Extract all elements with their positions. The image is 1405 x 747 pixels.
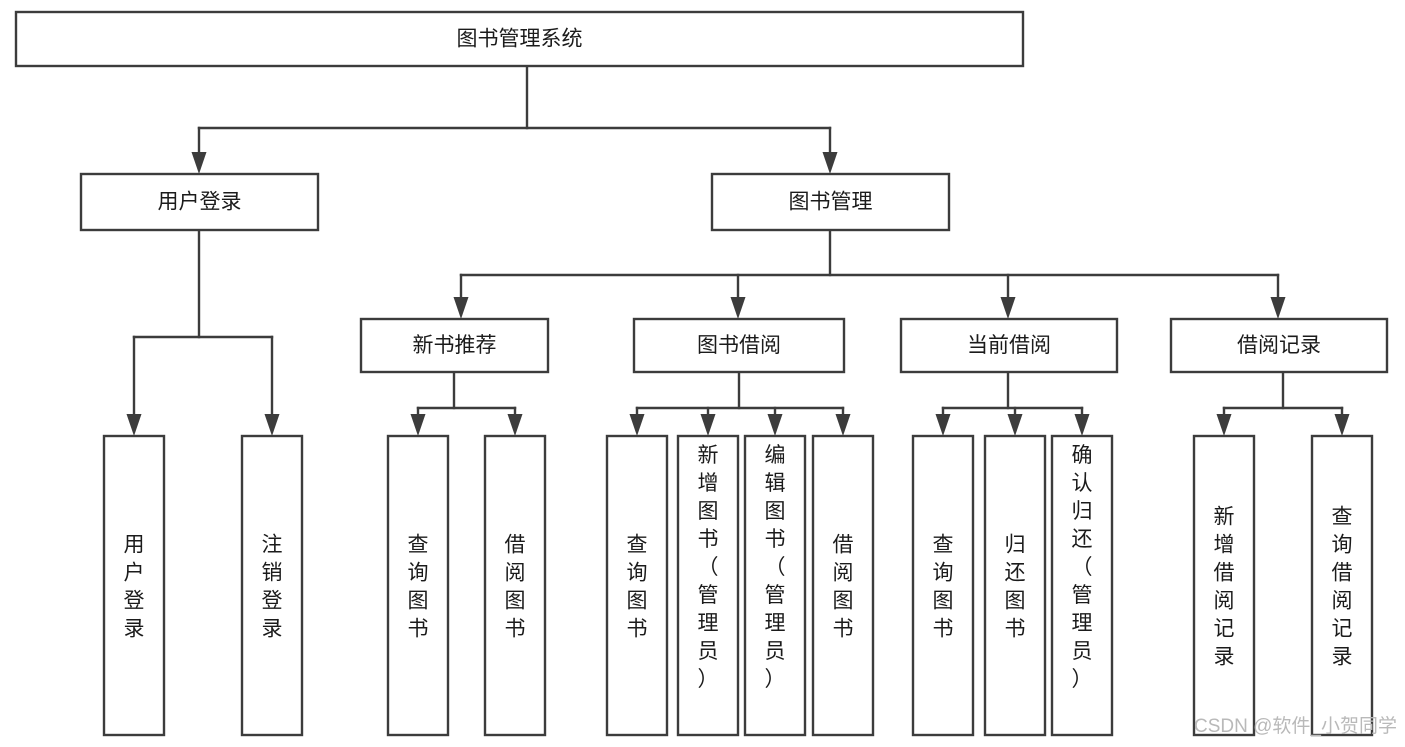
node-leaf-logout[interactable]: 注销登录 <box>240 434 304 737</box>
arrow-head-icon <box>1007 414 1023 436</box>
node-label-leaf-confirm-return-admin: 确认归还（管理员） <box>1072 444 1093 691</box>
arrow-head-icon <box>629 414 645 436</box>
connectors-layer <box>126 64 1350 436</box>
arrow-head-icon <box>730 297 746 319</box>
node-box-leaf-query-book-recommend[interactable] <box>386 434 450 737</box>
node-current-borrow[interactable]: 当前借阅 <box>899 317 1119 374</box>
node-label-leaf-borrow-book-recommend: 借阅图书 <box>505 534 526 641</box>
node-label-leaf-query-book-borrow: 查询图书 <box>627 534 648 641</box>
node-leaf-return-book[interactable]: 归还图书 <box>983 434 1047 737</box>
connector-new-book-recommend <box>410 370 523 436</box>
arrow-head-icon <box>767 414 783 436</box>
node-leaf-borrow-book-recommend[interactable]: 借阅图书 <box>483 434 547 737</box>
node-label-new-book-recommend: 新书推荐 <box>413 334 497 357</box>
node-box-leaf-borrow-book-recommend[interactable] <box>483 434 547 737</box>
connector-book-borrow <box>629 370 851 436</box>
node-label-user-login: 用户登录 <box>158 191 242 214</box>
arrow-head-icon <box>1334 414 1350 436</box>
node-label-borrow-record: 借阅记录 <box>1237 334 1321 357</box>
node-new-book-recommend[interactable]: 新书推荐 <box>359 317 550 374</box>
node-box-current-borrow[interactable] <box>899 317 1119 374</box>
node-book-borrow[interactable]: 图书借阅 <box>632 317 846 374</box>
node-label-book-management: 图书管理 <box>789 191 873 214</box>
connector-root <box>191 64 838 174</box>
node-leaf-user-login[interactable]: 用户登录 <box>102 434 166 737</box>
arrow-head-icon <box>1074 414 1090 436</box>
node-leaf-query-book-recommend[interactable]: 查询图书 <box>386 434 450 737</box>
node-label-leaf-query-book-current: 查询图书 <box>933 534 954 641</box>
arrow-head-icon <box>700 414 716 436</box>
node-box-leaf-add-book-admin[interactable] <box>676 434 740 737</box>
nodes-layer: 图书管理系统用户登录图书管理新书推荐图书借阅当前借阅借阅记录用户登录注销登录查询… <box>14 10 1389 737</box>
arrow-head-icon <box>453 297 469 319</box>
node-borrow-record[interactable]: 借阅记录 <box>1169 317 1389 374</box>
arrow-head-icon <box>126 414 142 436</box>
node-box-leaf-add-borrow-record[interactable] <box>1192 434 1256 737</box>
node-label-leaf-edit-book-admin: 编辑图书（管理员） <box>765 444 786 691</box>
node-user-login[interactable]: 用户登录 <box>79 172 320 232</box>
node-box-leaf-query-book-borrow[interactable] <box>605 434 669 737</box>
node-label-leaf-logout: 注销登录 <box>262 534 283 641</box>
node-leaf-add-book-admin[interactable]: 新增图书（管理员） <box>676 434 740 737</box>
node-box-leaf-return-book[interactable] <box>983 434 1047 737</box>
node-leaf-query-book-borrow[interactable]: 查询图书 <box>605 434 669 737</box>
node-label-leaf-user-login: 用户登录 <box>124 534 145 641</box>
arrow-head-icon <box>410 414 426 436</box>
node-box-root[interactable] <box>14 10 1025 68</box>
connector-user-login <box>126 228 280 436</box>
csdn-watermark: CSDN @软件_小贺同学 <box>1194 715 1397 737</box>
node-box-leaf-user-login[interactable] <box>102 434 166 737</box>
node-box-leaf-confirm-return-admin[interactable] <box>1050 434 1114 737</box>
node-box-book-borrow[interactable] <box>632 317 846 374</box>
node-leaf-query-book-current[interactable]: 查询图书 <box>911 434 975 737</box>
node-label-leaf-return-book: 归还图书 <box>1005 534 1026 641</box>
connector-book-management <box>453 228 1286 319</box>
arrow-head-icon <box>935 414 951 436</box>
node-label-leaf-query-borrow-record: 查询借阅记录 <box>1332 506 1353 669</box>
node-leaf-add-borrow-record[interactable]: 新增借阅记录 <box>1192 434 1256 737</box>
node-leaf-query-borrow-record[interactable]: 查询借阅记录 <box>1310 434 1374 737</box>
node-label-root: 图书管理系统 <box>457 28 583 51</box>
node-box-user-login[interactable] <box>79 172 320 232</box>
arrow-head-icon <box>264 414 280 436</box>
arrow-head-icon <box>1216 414 1232 436</box>
node-leaf-edit-book-admin[interactable]: 编辑图书（管理员） <box>743 434 807 737</box>
node-box-borrow-record[interactable] <box>1169 317 1389 374</box>
arrow-head-icon <box>835 414 851 436</box>
arrow-head-icon <box>1000 297 1016 319</box>
node-box-leaf-logout[interactable] <box>240 434 304 737</box>
connector-borrow-record <box>1216 370 1350 436</box>
arrow-head-icon <box>507 414 523 436</box>
arrow-head-icon <box>191 152 207 174</box>
arrow-head-icon <box>1270 297 1286 319</box>
node-leaf-borrow-book[interactable]: 借阅图书 <box>811 434 875 737</box>
node-leaf-confirm-return-admin[interactable]: 确认归还（管理员） <box>1050 434 1114 737</box>
node-box-leaf-edit-book-admin[interactable] <box>743 434 807 737</box>
node-box-leaf-query-borrow-record[interactable] <box>1310 434 1374 737</box>
arrow-head-icon <box>822 152 838 174</box>
node-label-leaf-borrow-book: 借阅图书 <box>833 534 854 641</box>
node-box-leaf-query-book-current[interactable] <box>911 434 975 737</box>
node-book-management[interactable]: 图书管理 <box>710 172 951 232</box>
node-box-book-management[interactable] <box>710 172 951 232</box>
node-label-book-borrow: 图书借阅 <box>697 334 781 357</box>
node-box-new-book-recommend[interactable] <box>359 317 550 374</box>
node-root[interactable]: 图书管理系统 <box>14 10 1025 68</box>
node-box-leaf-borrow-book[interactable] <box>811 434 875 737</box>
node-label-leaf-add-borrow-record: 新增借阅记录 <box>1214 506 1235 669</box>
node-label-leaf-add-book-admin: 新增图书（管理员） <box>698 444 719 691</box>
node-label-leaf-query-book-recommend: 查询图书 <box>408 534 429 641</box>
node-label-current-borrow: 当前借阅 <box>967 334 1051 357</box>
connector-current-borrow <box>935 370 1090 436</box>
